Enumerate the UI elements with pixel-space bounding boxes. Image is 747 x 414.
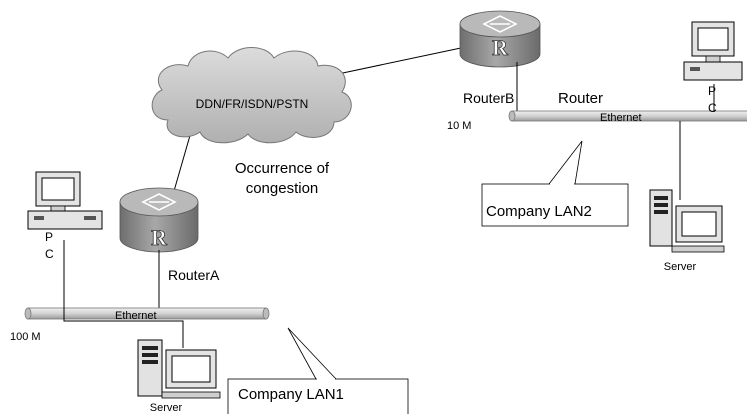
link-cloud-routera — [171, 124, 194, 199]
lan2-cable-end — [508, 110, 516, 122]
lan2-pc-label-2: C — [708, 101, 717, 115]
lan1-pc-drive — [34, 216, 44, 220]
lan2-server-bay-2 — [654, 203, 668, 207]
lan2-server-bay-1 — [654, 196, 668, 200]
lan1-server-bay-1 — [142, 346, 158, 350]
lan1-server-keyboard — [161, 391, 221, 399]
lan2-callout-box — [481, 183, 629, 227]
wan-cloud: DDN/FR/ISDN/PSTN — [151, 47, 352, 144]
lan1-server-bay-2 — [142, 353, 158, 357]
lan1-cable-end-left — [24, 307, 32, 320]
router-a-glyph: R — [151, 225, 168, 250]
lan2-callout-pointer — [548, 140, 583, 185]
lan2-server-label: Server — [664, 261, 697, 273]
lan2-server-bay-3 — [654, 210, 668, 214]
lan1-server-label: Server — [150, 402, 183, 414]
lan2-pc-case — [683, 61, 743, 81]
lan1-pc-case — [27, 210, 103, 230]
lan2-speed: 10 M — [447, 120, 471, 132]
router-b-arrows-icon — [482, 15, 518, 33]
cloud-shape — [151, 47, 352, 144]
lan1-pc — [27, 171, 103, 230]
lan2-server — [649, 189, 725, 253]
congestion-line-1: Occurrence of — [235, 160, 330, 177]
lan1-pc-button — [84, 216, 96, 220]
lan1-server-bay-3 — [142, 360, 158, 364]
lan2-callout-text: Company LAN2 — [486, 203, 592, 220]
cloud-label: DDN/FR/ISDN/PSTN — [196, 97, 309, 111]
lan1-server-screen — [171, 355, 211, 383]
router-b-name: RouterB — [463, 90, 514, 106]
lan2-pc-screen — [697, 27, 729, 51]
link-cloud-routerb — [337, 44, 476, 75]
congestion-label: Occurrence of congestion — [235, 160, 330, 197]
lan2-cable — [508, 110, 747, 122]
wan-links — [171, 44, 476, 199]
lan1-pc-stand — [50, 205, 66, 212]
lan1-callout: Company LAN1 — [227, 327, 409, 414]
router-b-caption: Router — [558, 90, 603, 107]
lan1-callout-pointer — [287, 327, 337, 380]
lan1-cable — [24, 307, 270, 320]
router-b: R — [459, 10, 541, 68]
lan1-pc-label-2: C — [45, 247, 54, 261]
lan2-callout: Company LAN2 — [481, 140, 629, 227]
router-a: R — [119, 187, 199, 253]
router-a-name: RouterA — [168, 267, 220, 283]
lan1-medium: Ethernet — [115, 310, 157, 322]
lan1-server — [137, 339, 221, 399]
lan1-cable-end-right — [262, 307, 270, 320]
lan2-pc-label-1: P — [708, 84, 716, 98]
lan2-pc — [683, 21, 743, 81]
lan2-server-screen — [681, 211, 717, 237]
lan1-pc-label-1: P — [45, 230, 53, 244]
lan2-pc-stand — [705, 55, 721, 63]
router-a-arrows-icon — [141, 193, 177, 211]
lan1-callout-box — [227, 378, 409, 414]
lan1-pc-screen — [41, 177, 75, 201]
lan2-pc-drive — [690, 67, 700, 71]
lan1-speed: 100 M — [10, 331, 41, 343]
lan2-medium: Ethernet — [600, 112, 642, 124]
lan2-server-keyboard — [671, 245, 725, 253]
congestion-line-2: congestion — [246, 180, 319, 197]
router-b-glyph: R — [492, 35, 509, 60]
lan1-pc-drop — [63, 240, 184, 348]
lan1-callout-text: Company LAN1 — [238, 386, 344, 403]
